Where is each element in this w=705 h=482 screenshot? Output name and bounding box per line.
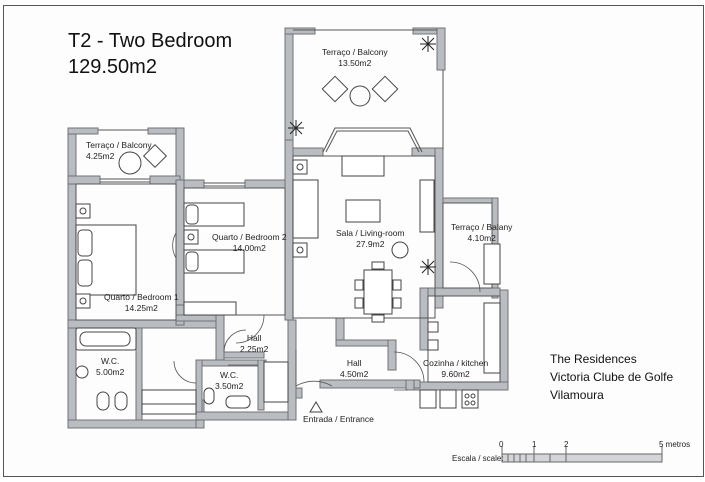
scale-tick-1: 1	[532, 440, 537, 449]
project-line-2: Victoria Clube de Golfe	[550, 370, 674, 384]
room-label-hall-small: Hall 2.25m2	[240, 333, 268, 355]
room-name: Cozinha / kitchen	[423, 358, 489, 368]
room-label-kitchen: Cozinha / kitchen 9.60m2	[423, 358, 488, 380]
room-name: W.C.	[100, 356, 120, 366]
room-label-living-room: Sala / Living-room 27.9m2	[336, 228, 405, 250]
room-name: Terraço / Balany	[451, 222, 513, 232]
room-label-wc-small: W.C. 3.50m2	[215, 370, 243, 392]
scale-label: Escala / scale:	[452, 454, 504, 463]
wall	[284, 27, 294, 149]
room-label-wc-main: W.C. 5.00m2	[96, 356, 124, 378]
room-area: 2.25m2	[240, 344, 269, 354]
room-name: Hall	[346, 358, 362, 368]
room-name: Hall	[246, 333, 262, 343]
room-name: Quarto / Bedroom 1	[104, 292, 179, 302]
scale-tick-2: 2	[564, 440, 569, 449]
room-area: 14.25m2	[124, 303, 158, 313]
plan-title-block: T2 - Two Bedroom 129.50m2	[68, 28, 232, 80]
room-label-balcony-main: Terraço / Balcony 13.50m2	[322, 47, 388, 69]
room-area: 27.9m2	[356, 239, 385, 249]
scale-tick-0: 0	[499, 440, 504, 449]
room-label-bedroom-2: Quarto / Bedroom 2 14.00m2	[212, 232, 287, 254]
room-label-hall-entrance: Hall 4.50m2	[340, 358, 368, 380]
scale-tick-5: 5 metros	[659, 440, 691, 449]
room-name: Quarto / Bedroom 2	[212, 232, 287, 242]
room-area: 4.50m2	[340, 369, 369, 379]
room-area: 4.25m2	[86, 151, 115, 161]
room-area: 13.50m2	[338, 58, 372, 68]
room-label-balcony-left: Terraço / Balcony 4.25m2	[86, 140, 152, 162]
room-label-balcony-right: Terraço / Balany 4.10m2	[451, 222, 512, 244]
room-area: 4.10m2	[467, 233, 496, 243]
room-name: Sala / Living-room	[336, 228, 405, 238]
room-area: 14.00m2	[232, 243, 266, 253]
plan-title: T2 - Two Bedroom	[68, 30, 233, 52]
room-name: Terraço / Balcony	[86, 140, 152, 150]
project-info: The Residences Victoria Clube de Golfe V…	[550, 350, 673, 404]
room-label-bedroom-1: Quarto / Bedroom 1 14.25m2	[104, 292, 179, 314]
room-name: W.C.	[219, 370, 239, 380]
room-area: 9.60m2	[441, 369, 470, 379]
entrance-label: Entrada / Entrance	[303, 414, 374, 424]
project-line-1: The Residences	[550, 352, 637, 366]
project-line-3: Vilamoura	[550, 388, 604, 402]
room-name: Terraço / Balcony	[322, 47, 388, 57]
plan-total-area: 129.50m2	[68, 56, 157, 78]
room-area: 3.50m2	[215, 381, 244, 391]
room-area: 5.00m2	[96, 367, 125, 377]
